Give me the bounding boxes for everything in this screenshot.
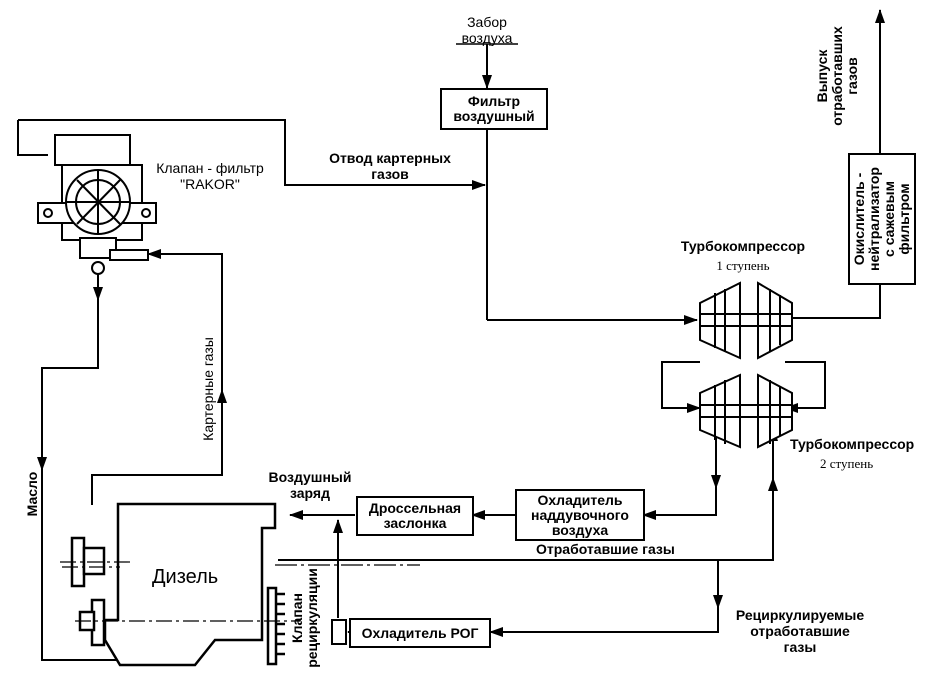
crankcase-vent-label: Отвод картерных газов bbox=[329, 150, 451, 182]
recirc-line bbox=[489, 560, 719, 637]
turbo1-stage: 1 ступень bbox=[716, 258, 770, 273]
valve-filter-drawing bbox=[37, 134, 157, 275]
crankcase-gases-label: Картерные газы bbox=[200, 337, 216, 441]
turbo2-drawing bbox=[699, 373, 793, 449]
recirculated-gases-label: Рециркулируемые отработавшие газы bbox=[735, 607, 865, 655]
turbo2-stage: 2 ступень bbox=[820, 456, 874, 471]
valve-filter-label: Клапан - фильтр "RAKOR" bbox=[156, 160, 264, 192]
interstage-loop-right bbox=[784, 361, 826, 413]
intercooler-label: Охладитель наддувочного воздуха bbox=[531, 491, 629, 538]
air-filter-label: Фильтр воздушный bbox=[453, 93, 535, 124]
air-charge-label: Воздушный заряд bbox=[268, 469, 352, 501]
exhaust-release-label: Выпуск отработавших газов bbox=[814, 26, 860, 126]
exhaust-gases-line bbox=[278, 427, 778, 561]
interstage-loop-left bbox=[661, 361, 701, 413]
oxidizer-label: Окислитель - нейтрализатор с сажевым фил… bbox=[851, 167, 913, 271]
diesel-label: Дизель bbox=[152, 566, 219, 588]
turbo2-title: Турбокомпрессор bbox=[790, 436, 915, 452]
crankcase-vent-line bbox=[17, 120, 48, 156]
intercooler-box: Охладитель наддувочного воздуха bbox=[515, 489, 645, 541]
throttle-label: Дроссельная заслонка bbox=[368, 500, 462, 531]
oil-line bbox=[41, 280, 118, 661]
air-filter-box: Фильтр воздушный bbox=[440, 88, 548, 130]
egr-cooler-box: Охладитель РОГ bbox=[349, 618, 491, 648]
exhaust-gases-label: Отработавшие газы bbox=[536, 541, 675, 557]
recirc-valve-label: Клапан рециркуляции bbox=[289, 568, 320, 668]
turbo1-title: Турбокомпрессор bbox=[680, 238, 806, 254]
oil-label: Масло bbox=[24, 471, 40, 517]
turbo-exhaust-line bbox=[793, 283, 881, 319]
throttle-box: Дроссельная заслонка bbox=[356, 496, 474, 536]
crankcase-gases-line bbox=[91, 249, 223, 505]
turbo1-drawing bbox=[699, 281, 793, 360]
egr-cooler-label: Охладитель РОГ bbox=[361, 624, 479, 641]
oxidizer-box: Окислитель - нейтрализатор с сажевым фил… bbox=[848, 153, 916, 285]
air-intake-label: Забор воздуха bbox=[461, 14, 513, 46]
recirc-valve-drawing bbox=[331, 619, 347, 645]
turbo2-to-intercooler-line bbox=[642, 420, 717, 520]
